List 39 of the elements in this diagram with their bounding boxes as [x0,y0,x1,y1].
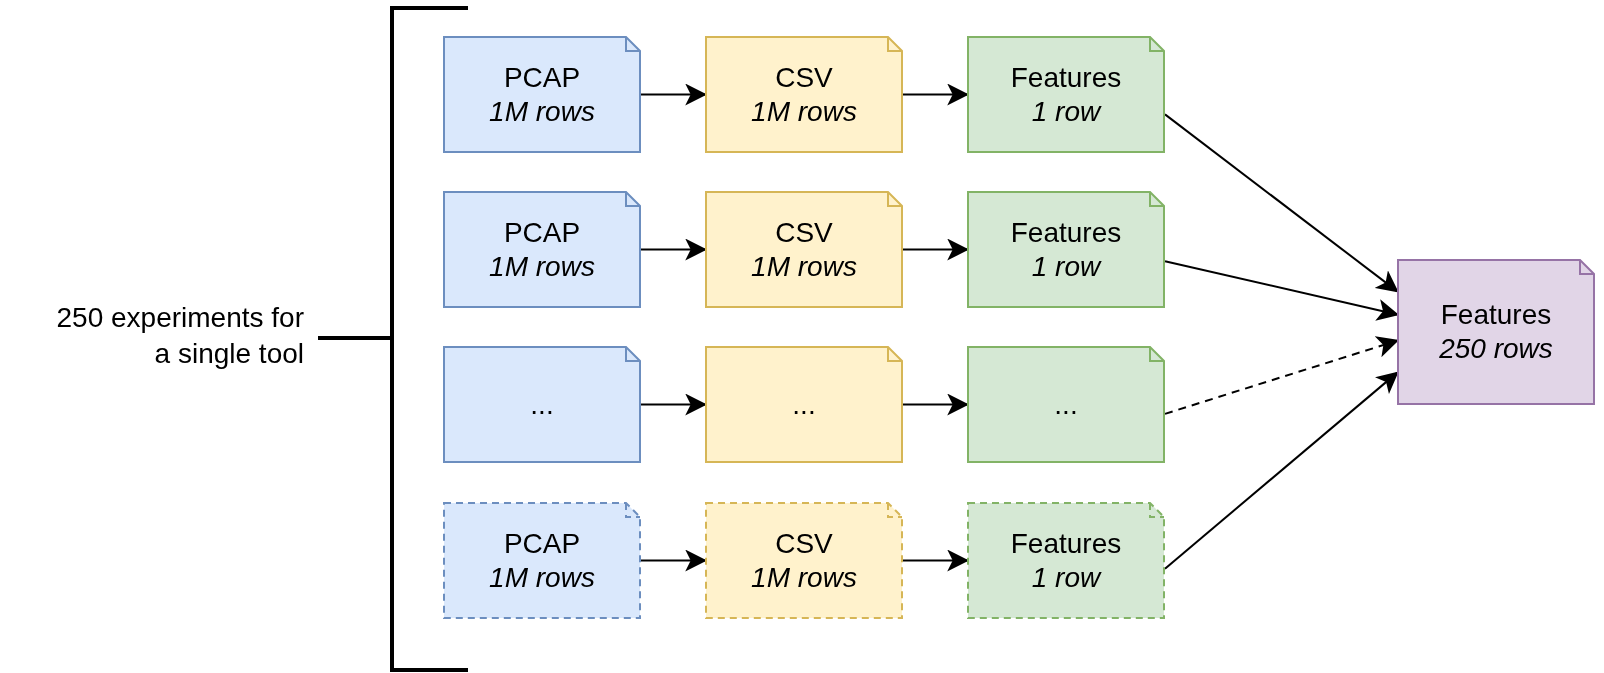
document-shape [443,191,641,308]
document-shape [967,191,1165,308]
row-count: 1M rows [751,560,857,595]
row-count: 1 row [1031,94,1101,129]
document-shape [443,502,641,619]
row-count: 1 row [1031,249,1101,284]
arrow [1164,113,1399,293]
row-count: 1 row [1031,560,1101,595]
box-title: Features [1010,60,1122,95]
arrow [1164,371,1399,570]
row-count: 1M rows [751,249,857,284]
box-title: PCAP [503,60,581,95]
box-title: CSV [775,60,833,95]
document-shape [967,502,1165,619]
box-title: CSV [775,526,833,561]
document-shape [705,346,903,463]
document-shape [1397,259,1595,405]
box-title: PCAP [503,215,581,250]
box-title: Features [1010,526,1122,561]
document-shape [967,346,1165,463]
row-count: 250 rows [1439,332,1553,366]
document-shape [705,36,903,153]
row-count: 1M rows [489,94,595,129]
document-shape [443,346,641,463]
row-count: 1M rows [751,94,857,129]
box-title: ... [530,387,554,422]
document-shape [705,502,903,619]
document-shape [967,36,1165,153]
box-title: ... [792,387,816,422]
row-count: 1M rows [489,560,595,595]
box-title: PCAP [503,526,581,561]
document-shape [705,191,903,308]
row-count: 1M rows [489,249,595,284]
document-shape [443,36,641,153]
box-title: ... [1054,387,1078,422]
box-title: Features [1010,215,1122,250]
bracket-label: 250 experiments for a single tool [55,301,304,371]
box-title: Features [1440,298,1552,332]
box-title: CSV [775,215,833,250]
